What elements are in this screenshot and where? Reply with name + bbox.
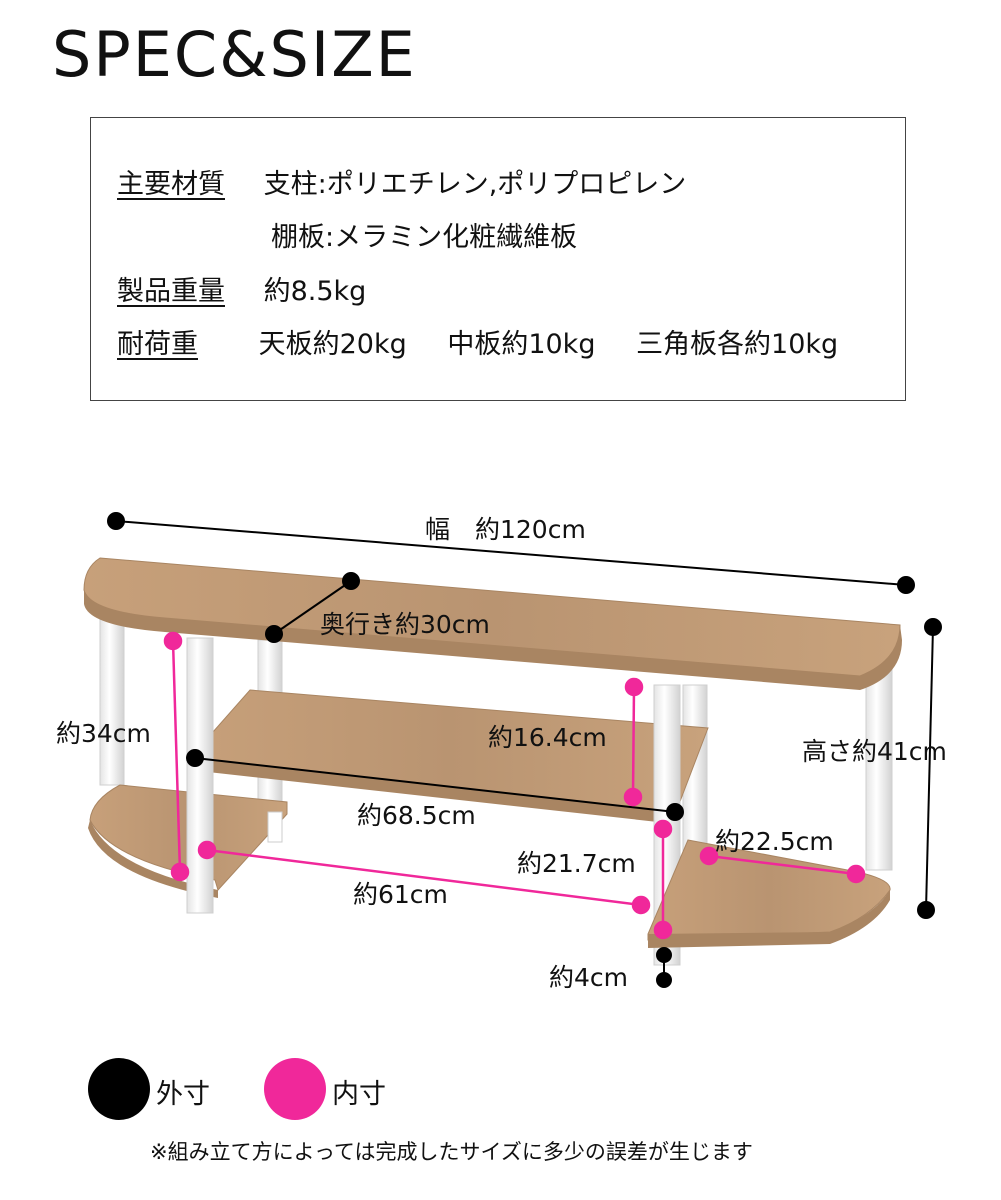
depth-end-dot — [342, 572, 360, 590]
depth-label: 奥行き約30cm — [320, 610, 490, 639]
left-height-top-dot — [163, 631, 183, 651]
spec-row-material: 主要材質 支柱:ポリエチレン,ポリプロピレン — [117, 162, 686, 201]
middle-width-start-dot — [186, 749, 204, 767]
height-bottom-dot — [917, 901, 935, 919]
width-start-dot — [107, 512, 125, 530]
triangle-width-line — [708, 854, 857, 876]
leg-height-bottom-dot — [656, 972, 672, 988]
middle-height-line — [631, 686, 636, 798]
middle-width-line — [194, 757, 676, 813]
bottom-width-line — [206, 848, 642, 907]
weight-value: 約8.5kg — [263, 276, 367, 307]
top-board-edge — [84, 590, 902, 690]
inner-legend-label: 内寸 — [332, 1079, 386, 1110]
load-triangle: 三角板各約10kg — [636, 329, 839, 360]
left-inner-height-label: 約34cm — [56, 719, 151, 748]
bottom-width-start-dot — [197, 840, 217, 860]
width-end-dot — [897, 576, 915, 594]
inner-legend-dot — [264, 1058, 326, 1120]
material-label: 主要材質 — [117, 169, 225, 200]
height-label: 高さ約41cm — [802, 737, 947, 766]
triangle-inner-width-label: 約22.5cm — [715, 827, 834, 856]
spec-row-weight: 製品重量 約8.5kg — [117, 269, 366, 308]
load-middle: 中板約10kg — [447, 329, 596, 360]
bottom-inner-width-label: 約61cm — [353, 880, 448, 909]
middle-shelf-edge — [190, 758, 676, 824]
right-triangle-edge — [648, 890, 890, 948]
outer-right-leg — [865, 654, 893, 871]
middle-inner-height-label: 約16.4cm — [488, 723, 607, 752]
width-label: 幅 約120cm — [425, 515, 586, 544]
inner-dimensions — [163, 631, 866, 940]
load-label: 耐荷重 — [117, 329, 198, 360]
spec-table: 主要材質 支柱:ポリエチレン,ポリプロピレン 棚板:メラミン化粧繊維板 製品重量… — [90, 117, 906, 401]
middle-height-bottom-dot — [623, 787, 643, 807]
height-top-dot — [924, 618, 942, 636]
width-line — [115, 520, 907, 586]
triangle-width-end-dot — [846, 864, 866, 884]
top-board — [83, 557, 901, 677]
middle-width-end-dot — [666, 803, 684, 821]
leg-height-top-dot — [656, 947, 672, 963]
triangle-width-start-dot — [699, 846, 719, 866]
left-triangle-foot — [267, 811, 283, 843]
lower-height-top-dot — [653, 819, 673, 839]
left-height-bottom-dot — [170, 862, 190, 882]
outer-legend-label: 外寸 — [156, 1079, 210, 1110]
middle-height-top-dot — [624, 677, 644, 697]
material-pillar: 支柱:ポリエチレン,ポリプロピレン — [263, 169, 687, 200]
assembly-note: ※組み立て方によっては完成したサイズに多少の誤差が生じます — [150, 1140, 753, 1164]
lower-height-bottom-dot — [653, 920, 673, 940]
middle-width-label: 約68.5cm — [357, 801, 476, 830]
weight-label: 製品重量 — [117, 276, 225, 307]
outer-left-leg — [99, 614, 125, 786]
outer-legend-dot — [88, 1058, 150, 1120]
front-left-leg — [186, 637, 214, 914]
height-line — [925, 626, 934, 911]
material-shelf: 棚板:メラミン化粧繊維板 — [271, 222, 578, 253]
outer-dimensions — [107, 512, 942, 988]
page-title: SPEC&SIZE — [52, 18, 417, 91]
spec-row-load: 耐荷重 天板約20kg 中板約10kg 三角板各約10kg — [117, 322, 838, 361]
load-top: 天板約20kg — [258, 329, 407, 360]
leg-height-label: 約4cm — [549, 963, 629, 992]
lower-inner-height-label: 約21.7cm — [517, 849, 636, 878]
depth-start-dot — [265, 625, 283, 643]
bottom-width-end-dot — [631, 895, 651, 915]
left-height-line — [171, 640, 182, 873]
depth-line — [273, 580, 352, 635]
